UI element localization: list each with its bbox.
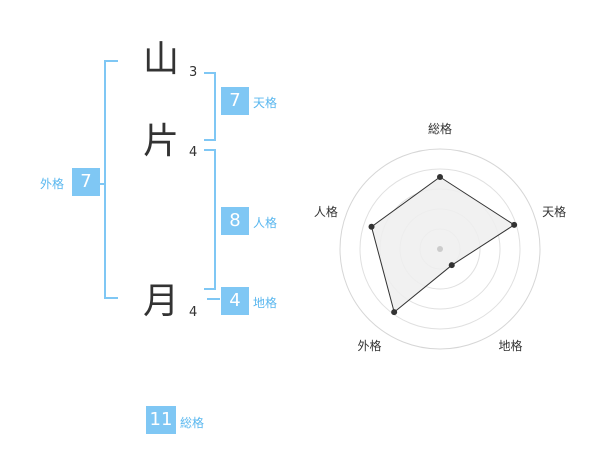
radar-axis-label-3: 地格 — [499, 338, 523, 353]
radar-axis-label-2: 天格 — [542, 204, 566, 219]
radar-axis-label-1: 総格 — [428, 121, 452, 136]
chikaku-value: 4 — [221, 287, 249, 315]
chikaku-connector — [207, 298, 220, 300]
soukaku-value: 11 — [146, 406, 176, 434]
tenkaku-bracket — [204, 72, 216, 141]
radar-ring-outer — [339, 148, 541, 350]
stroke-count-2: 4 — [189, 145, 198, 160]
stroke-count-1: 3 — [189, 65, 198, 80]
jinkaku-value: 8 — [221, 207, 249, 235]
kanji-char-3: 月 — [143, 281, 180, 322]
soukaku-label: 総格 — [180, 416, 205, 430]
tenkaku-label: 天格 — [253, 96, 278, 110]
stroke-count-3: 4 — [189, 305, 198, 320]
radar-point-2 — [511, 221, 518, 228]
tenkaku-value: 7 — [221, 87, 249, 115]
chikaku-label: 地格 — [253, 296, 278, 310]
jinkaku-label: 人格 — [253, 216, 278, 230]
radar-data-area — [370, 176, 516, 313]
radar-point-4 — [391, 309, 398, 316]
radar-point-1 — [437, 174, 443, 180]
gaikaku-label: 外格 — [40, 177, 65, 191]
radar-center-dot — [437, 246, 443, 252]
kanji-char-1: 山 — [143, 39, 180, 80]
gaikaku-value: 7 — [72, 168, 100, 196]
radar-axis-label-5: 人格 — [314, 204, 338, 219]
radar-ring-4 — [359, 168, 521, 330]
radar-axis-label-4: 外格 — [357, 338, 381, 353]
jinkaku-bracket — [204, 149, 216, 290]
gaikaku-bracket — [104, 60, 118, 299]
gaikaku-connector — [100, 183, 106, 185]
radar-point-3 — [448, 262, 455, 269]
radar-point-5 — [368, 223, 375, 230]
kanji-char-2: 片 — [143, 121, 180, 162]
